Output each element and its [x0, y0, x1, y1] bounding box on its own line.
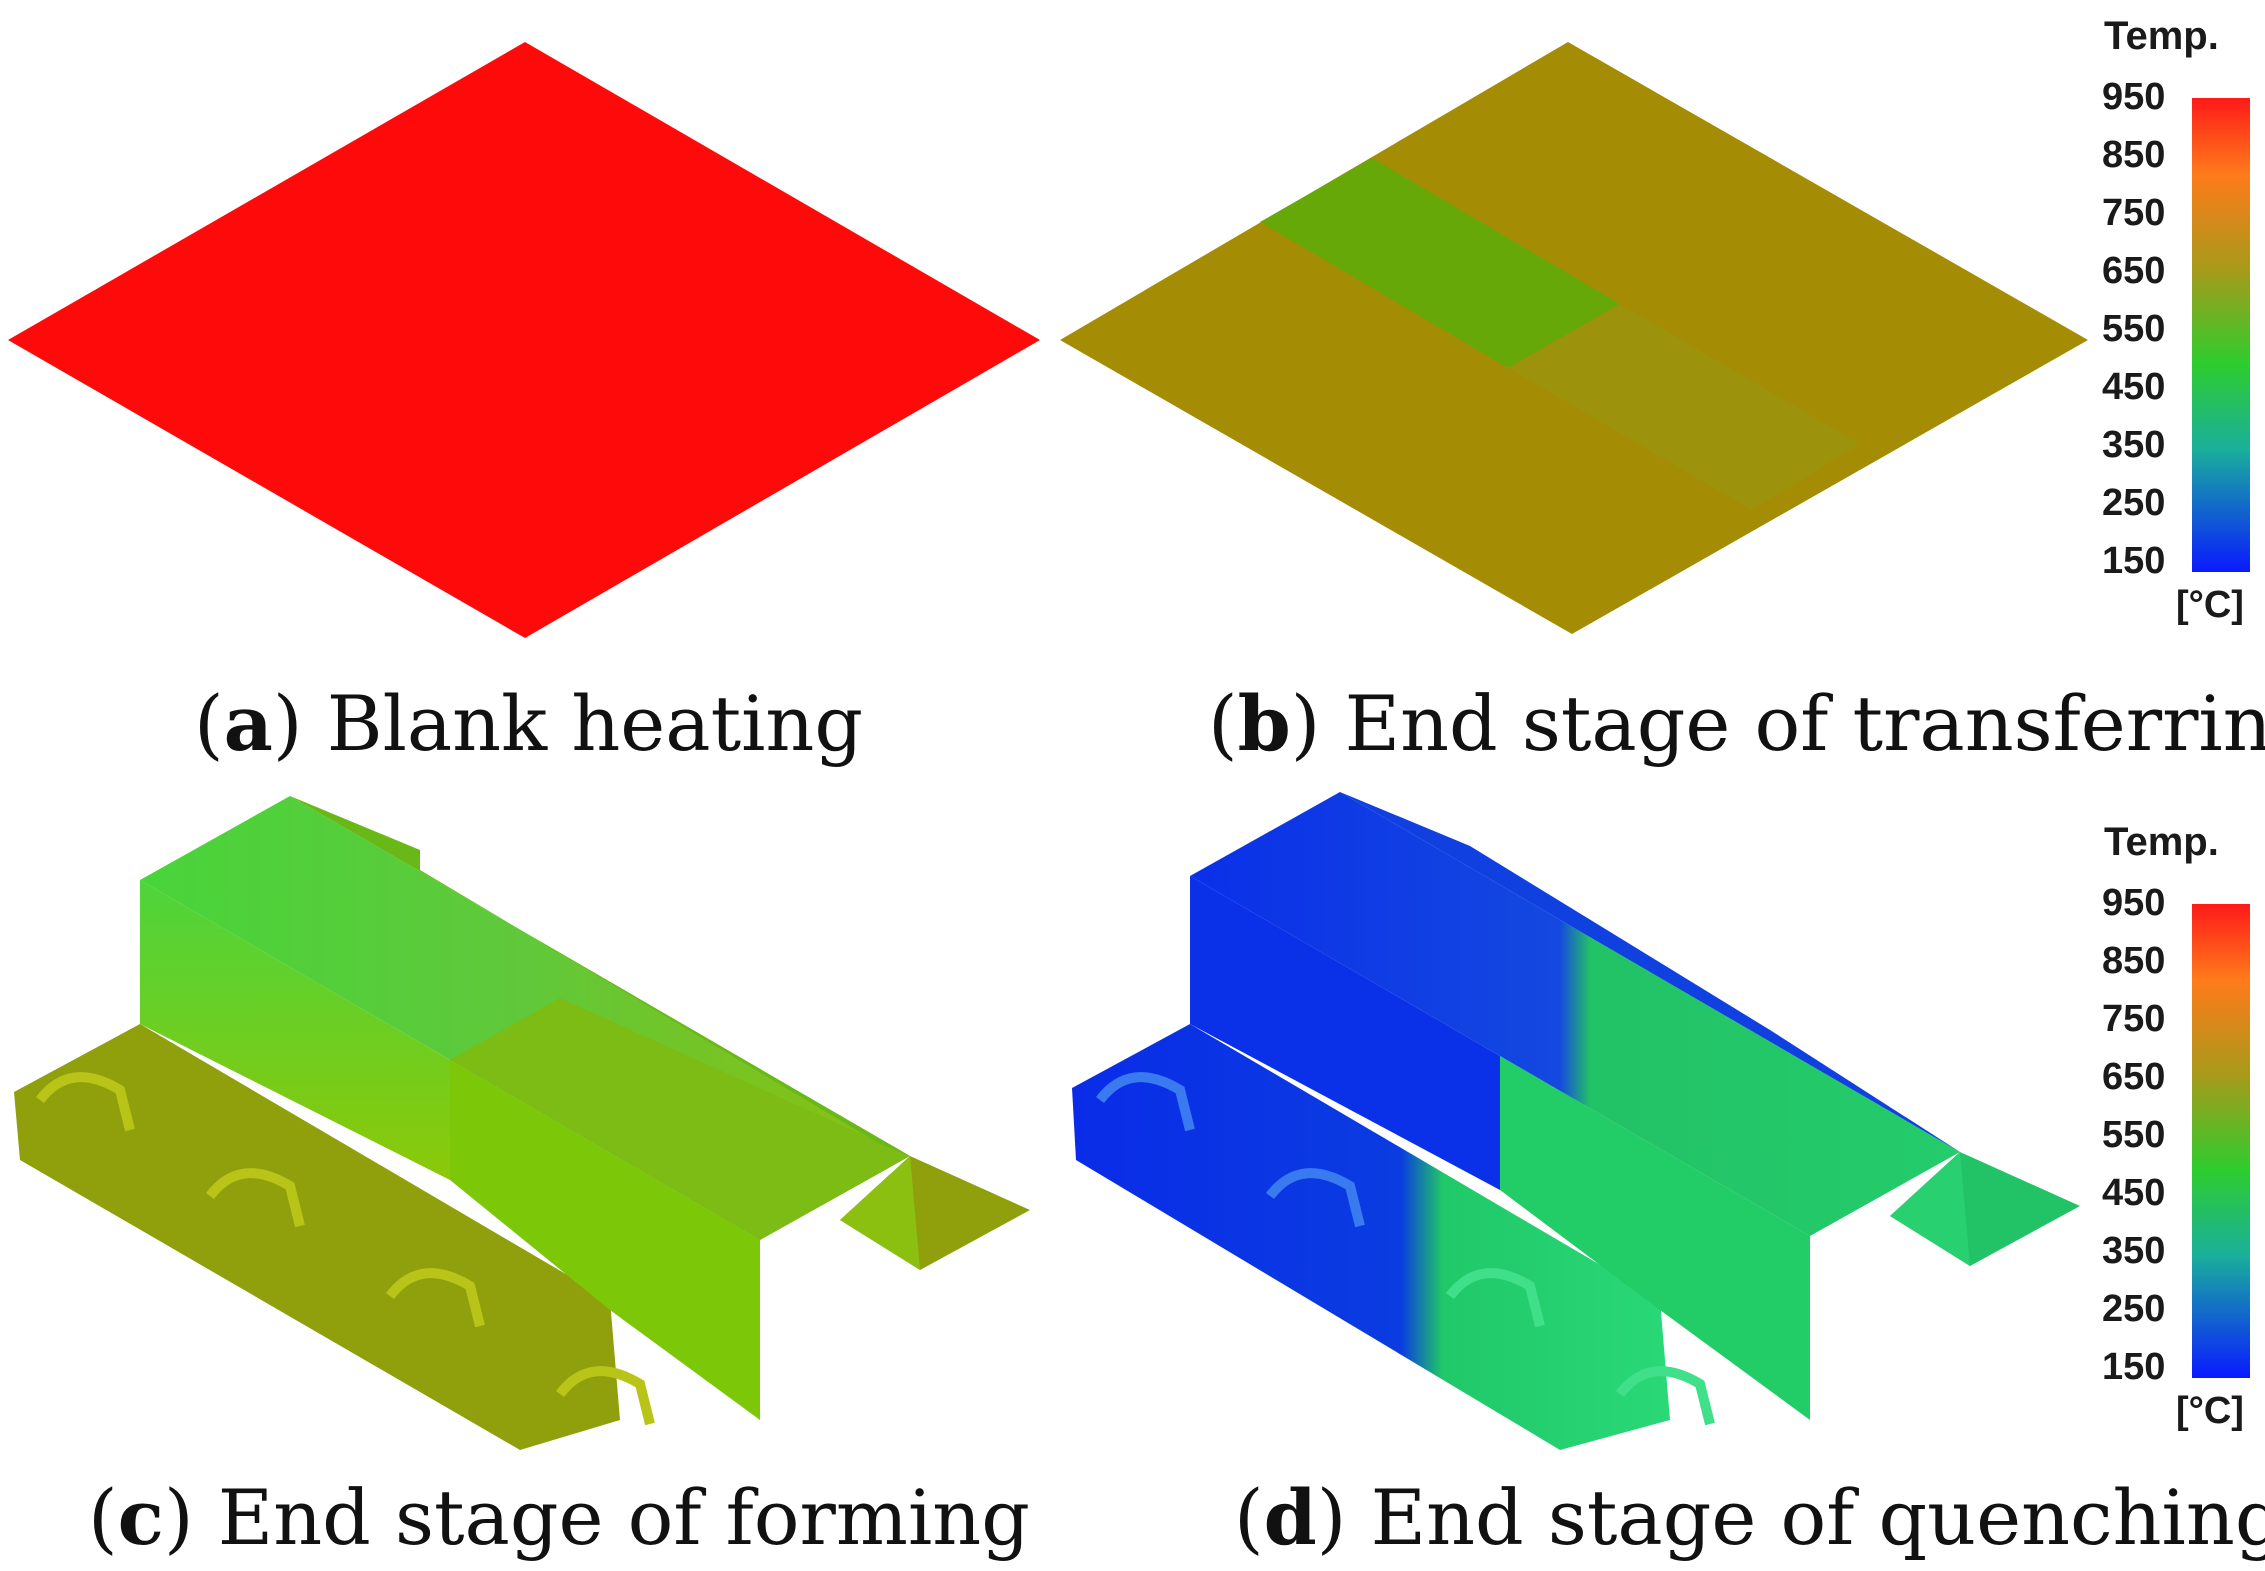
legend-colorbar-bottom	[2192, 904, 2250, 1378]
caption-d-text: End stage of quenching	[1370, 1473, 2265, 1562]
caption-d-letter: d	[1263, 1473, 1317, 1562]
front-wall-right-d	[1500, 1056, 1810, 1420]
legend-tick-top-0: 950	[2102, 76, 2166, 118]
caption-a: (a) Blank heating	[194, 679, 864, 768]
legend-title-top: Temp.	[2104, 14, 2219, 58]
legend-tick-bottom-4: 550	[2102, 1114, 2166, 1156]
caption-b: (b) End stage of transferring	[1208, 686, 2265, 762]
legend-tick-top-8: 150	[2102, 540, 2166, 582]
rear-wall	[290, 796, 910, 1156]
legend-tick-bottom-2: 750	[2102, 998, 2166, 1040]
top-surface-rear	[450, 998, 910, 1240]
legend-tick-top-7: 250	[2102, 482, 2166, 524]
legend-tick-top-3: 650	[2102, 250, 2166, 292]
caption-d: (d) End stage of quenching	[1234, 1480, 2265, 1556]
legend-colorbar-top	[2192, 98, 2250, 572]
legend-tick-bottom-8: 150	[2102, 1346, 2166, 1388]
legend-tick-bottom-1: 850	[2102, 940, 2166, 982]
rear-wall-d	[1340, 792, 1960, 1152]
caption-a-letter: a	[223, 679, 273, 768]
legend-tick-bottom-0: 950	[2102, 882, 2166, 924]
legend-tick-top-5: 450	[2102, 366, 2166, 408]
legend-tick-top-4: 550	[2102, 308, 2166, 350]
rear-wall-face-d	[1890, 1152, 1970, 1266]
caption-c-text: End stage of forming	[217, 1473, 1030, 1562]
legend-title-bottom: Temp.	[2104, 820, 2219, 864]
cooled-contact-zone	[1260, 158, 1620, 368]
panel-c-forming-diagram	[14, 796, 1030, 1450]
bead-pockets-d	[1096, 1072, 1715, 1426]
left-flange-d	[1072, 1024, 1670, 1450]
legend-tick-bottom-7: 250	[2102, 1288, 2166, 1330]
temperature-legend-top: Temp. 950 850 750 650 550 450 350 250 15…	[2096, 14, 2261, 634]
legend-tick-top-2: 750	[2102, 192, 2166, 234]
caption-a-text: Blank heating	[326, 679, 864, 768]
front-wall-d	[1190, 876, 1500, 1190]
legend-tick-bottom-6: 350	[2102, 1230, 2166, 1272]
bead-pockets	[36, 1072, 655, 1426]
legend-tick-top-6: 350	[2102, 424, 2166, 466]
front-wall	[140, 880, 450, 1180]
rear-wall-face	[840, 1156, 920, 1270]
legend-unit-top: [°C]	[2176, 584, 2244, 626]
blank-sheet	[8, 42, 1040, 638]
legend-tick-bottom-5: 450	[2102, 1172, 2166, 1214]
front-wall-right	[450, 1060, 760, 1420]
panel-d-quenching-diagram	[1072, 792, 2080, 1450]
temperature-legend-bottom: Temp. 950 850 750 650 550 450 350 250 15…	[2096, 820, 2261, 1440]
legend-unit-bottom: [°C]	[2176, 1390, 2244, 1432]
panel-b-transfer-diagram	[1060, 42, 2088, 634]
legend-tick-top-1: 850	[2102, 134, 2166, 176]
caption-b-letter: b	[1237, 679, 1291, 768]
panel-a-blank-diagram	[8, 42, 1040, 638]
left-flange	[14, 1024, 620, 1450]
caption-c-letter: c	[117, 1473, 164, 1562]
top-surface-d	[1190, 792, 1960, 1236]
legend-tick-bottom-3: 650	[2102, 1056, 2166, 1098]
caption-c: (c) End stage of forming	[88, 1473, 1030, 1562]
cooled-contact-zone-shadow	[1508, 304, 1860, 510]
caption-b-text: End stage of transferring	[1344, 679, 2265, 768]
